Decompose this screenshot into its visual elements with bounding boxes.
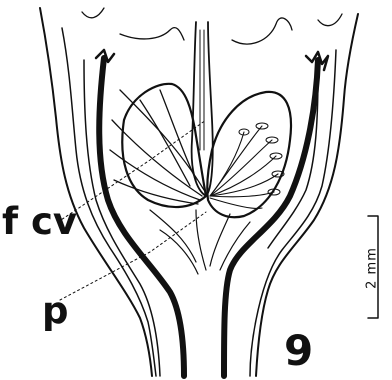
- tubule-7: [210, 198, 262, 209]
- main-vessel-left: [99, 58, 184, 376]
- figure-number: 9: [284, 330, 313, 372]
- branch-5: [140, 100, 190, 186]
- label-p: p: [42, 292, 69, 329]
- branch-4: [114, 180, 198, 204]
- right-lobe: [207, 92, 291, 217]
- central-duct-core: [200, 30, 204, 150]
- top-tissue-far-right: [318, 14, 342, 26]
- branch-6: [160, 90, 196, 180]
- top-tissue-right: [232, 18, 292, 44]
- top-tissue-left: [82, 8, 104, 18]
- lower-network-2: [210, 214, 230, 266]
- scale-bar-label: 2 mm: [365, 247, 380, 289]
- label-fcv: f cv: [2, 203, 77, 240]
- top-tissue-mid: [120, 28, 184, 40]
- lower-network-3: [196, 210, 206, 270]
